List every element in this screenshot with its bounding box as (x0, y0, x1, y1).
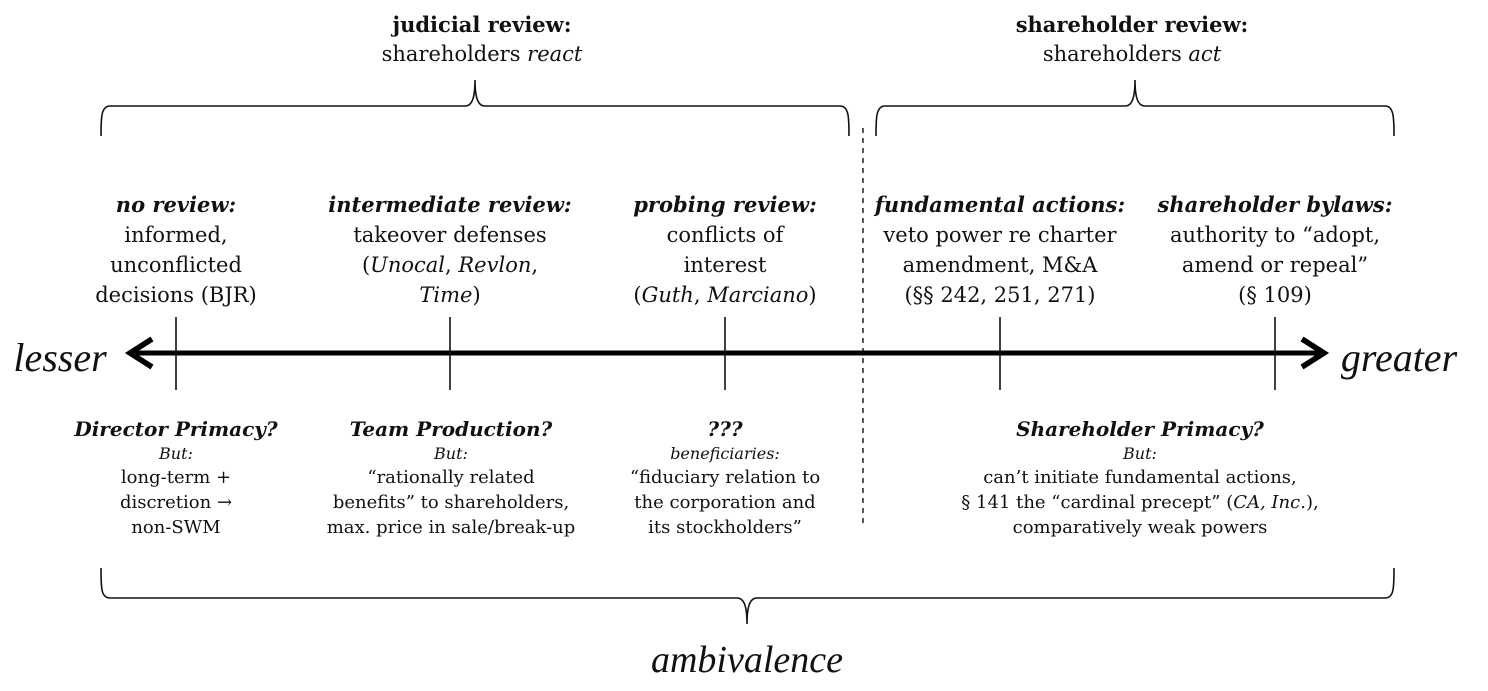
case-name: CA, Inc. (1233, 492, 1306, 513)
brace-shareholder-review (875, 79, 1395, 137)
column-title: fundamental actions: (874, 192, 1126, 217)
bottom-label-ambivalence: ambivalence (650, 639, 844, 681)
column-line: veto power re charter (883, 223, 1117, 247)
header-judicial-review-title: judicial review: (392, 12, 572, 37)
header-shareholder-review: shareholder review: shareholders act (982, 10, 1282, 69)
column-title: probing review: (633, 192, 817, 217)
header-shareholder-review-title: shareholder review: (1015, 12, 1249, 37)
column-line: (Unocal, Revlon, (361, 253, 539, 277)
column-title: no review: (115, 192, 237, 217)
theory-unknown: ??? beneficiaries: “fiduciary relation t… (605, 415, 845, 540)
theory-line: non-SWM (131, 517, 221, 538)
brace-ambivalence (100, 567, 1395, 625)
theory-title: Shareholder Primacy? (1016, 417, 1264, 441)
column-line: takeover defenses (353, 223, 547, 247)
column-line: unconflicted (110, 253, 242, 277)
theory-shareholder-primacy: Shareholder Primacy? But: can’t initiate… (930, 415, 1350, 540)
theory-line: § 141 the “cardinal precept” (CA, Inc.), (961, 492, 1319, 513)
column-line: Time) (419, 283, 481, 307)
theory-title: Director Primacy? (74, 417, 278, 441)
theory-but: But: (1123, 444, 1157, 463)
header-judicial-review-emphasis: react (527, 42, 583, 66)
case-name: Time (419, 283, 473, 307)
case-name: Unocal (370, 253, 446, 277)
column-line: (§§ 242, 251, 271) (904, 283, 1096, 307)
column-fundamental-actions: fundamental actions: veto power re chart… (866, 190, 1134, 310)
axis-label-greater: greater (1340, 335, 1458, 380)
column-line: amend or repeal” (1181, 253, 1369, 277)
brace-judicial-review (100, 79, 850, 137)
theory-line: “rationally related (367, 467, 535, 488)
theory-line: its stockholders” (648, 517, 802, 538)
column-probing-review: probing review: conflicts of interest (G… (595, 190, 855, 310)
column-shareholder-bylaws: shareholder bylaws: authority to “adopt,… (1145, 190, 1405, 310)
theory-title: ??? (707, 417, 743, 441)
column-line: informed, (124, 223, 228, 247)
theory-but: beneficiaries: (670, 444, 780, 463)
column-intermediate-review: intermediate review: takeover defenses (… (320, 190, 580, 310)
header-judicial-review: judicial review: shareholders react (332, 10, 632, 69)
header-shareholder-review-emphasis: act (1188, 42, 1222, 66)
theory-team-production: Team Production? But: “rationally relate… (310, 415, 592, 540)
column-line: interest (683, 253, 767, 277)
case-name: Revlon (458, 253, 532, 277)
header-shareholder-review-sub: shareholders (1042, 42, 1189, 66)
column-title: intermediate review: (328, 192, 572, 217)
column-no-review: no review: informed, unconflicted decisi… (56, 190, 296, 310)
theory-line: comparatively weak powers (1012, 517, 1268, 538)
theory-line: can’t initiate fundamental actions, (983, 467, 1297, 488)
theory-director-primacy: Director Primacy? But: long-term + discr… (46, 415, 306, 540)
theory-line: “fiduciary relation to (629, 467, 821, 488)
column-line: (Guth, Marciano) (633, 283, 817, 307)
column-line: authority to “adopt, (1169, 223, 1381, 247)
column-line: (§ 109) (1238, 283, 1312, 307)
theory-line: benefits” to shareholders, (332, 492, 570, 513)
theory-line: the corporation and (634, 492, 816, 513)
theory-line: discretion → (119, 492, 233, 513)
column-line: conflicts of (666, 223, 784, 247)
header-judicial-review-sub: shareholders (381, 42, 528, 66)
theory-line: max. price in sale/break-up (326, 517, 576, 538)
column-line: amendment, M&A (902, 253, 1098, 277)
column-title: shareholder bylaws: (1157, 192, 1393, 217)
right-arrowhead-icon (1300, 336, 1330, 370)
theory-but: But: (159, 444, 193, 463)
column-line: decisions (BJR) (95, 283, 257, 307)
theory-line: long-term + (120, 467, 232, 488)
left-arrowhead-icon (124, 336, 154, 370)
theory-but: But: (434, 444, 468, 463)
axis-label-lesser: lesser (13, 335, 107, 380)
theory-title: Team Production? (349, 417, 553, 441)
case-name: Guth (641, 283, 694, 307)
case-name: Marciano (707, 283, 809, 307)
